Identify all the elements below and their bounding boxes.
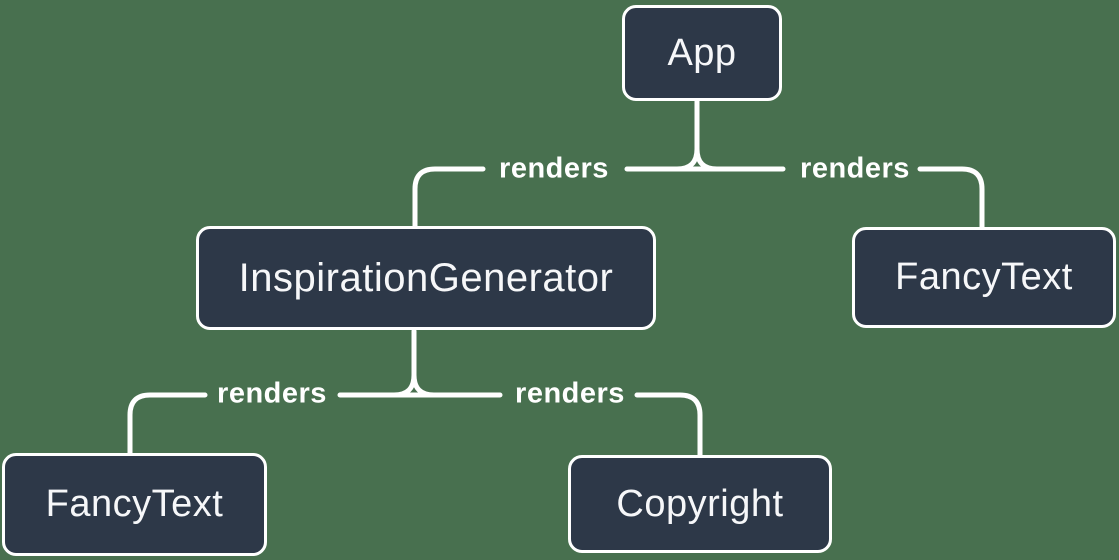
edge-app-fork-right (694, 146, 720, 172)
node-copyright: Copyright (568, 455, 832, 553)
edge-ig-fancytext (127, 392, 208, 457)
edge-ig-copyright (634, 392, 703, 459)
edge-label-app-inspirationgenerator: renders (499, 152, 609, 185)
edge-app-fancytext (917, 166, 985, 231)
edge-ig-fork-left (391, 328, 417, 398)
node-app: App (622, 5, 782, 101)
node-fancy-text-bottom-left-label: FancyText (45, 483, 224, 525)
edge-app-inspirationgenerator (412, 166, 486, 230)
node-app-label: App (667, 31, 737, 74)
node-fancy-text-top-right-label: FancyText (895, 256, 1073, 298)
edge-ig-fork-right (411, 372, 437, 398)
edge-label-ig-fancytext: renders (217, 377, 327, 410)
edge-label-ig-copyright: renders (515, 377, 625, 410)
node-copyright-label: Copyright (616, 482, 784, 525)
node-inspiration-generator-label: InspirationGenerator (238, 255, 614, 300)
edge-label-app-fancytext: renders (800, 152, 910, 185)
edge-app-fork-left (674, 98, 700, 172)
node-fancy-text-top-right: FancyText (852, 227, 1116, 328)
node-fancy-text-bottom-left: FancyText (2, 453, 267, 556)
node-inspiration-generator: InspirationGenerator (196, 226, 656, 330)
